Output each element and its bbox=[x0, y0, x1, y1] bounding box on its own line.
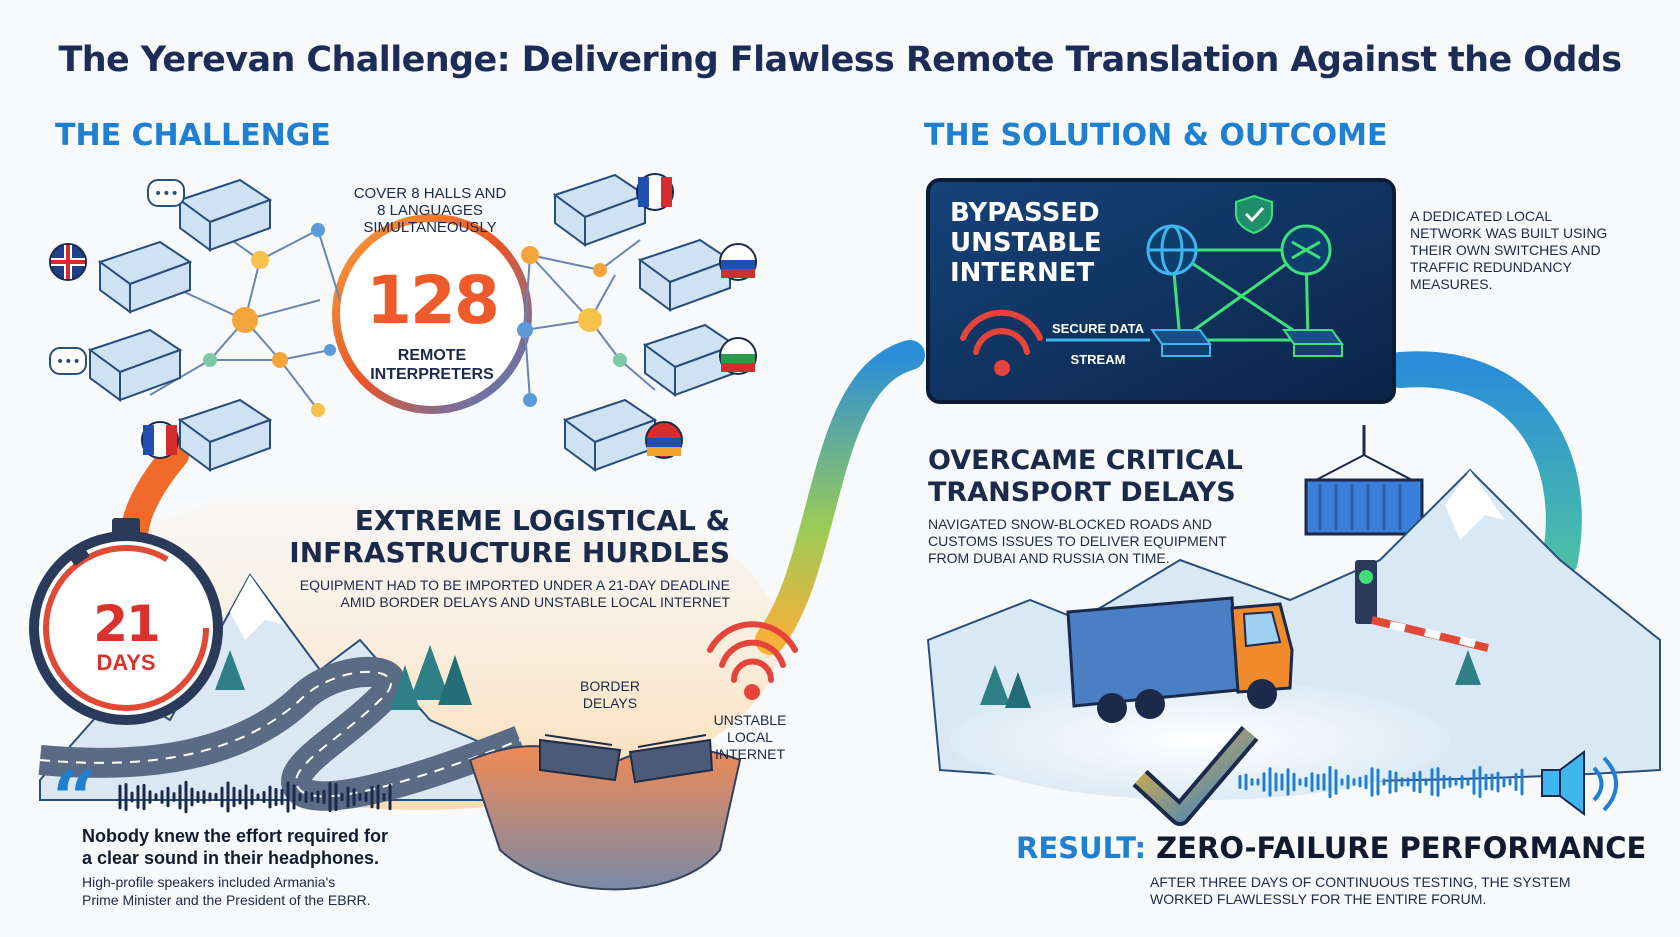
network-text-line: THEIR OWN SWITCHES AND bbox=[1410, 242, 1601, 258]
russia-flag bbox=[719, 243, 757, 281]
sound-wave-left bbox=[118, 780, 392, 814]
panel-title-line: INTERNET bbox=[950, 258, 1095, 288]
result-label: RESULT: bbox=[1016, 831, 1147, 865]
checkmark-icon bbox=[1132, 725, 1259, 826]
hurdles-heading: EXTREME LOGISTICAL & INFRASTRUCTURE HURD… bbox=[250, 505, 730, 569]
hall-icon bbox=[552, 173, 648, 247]
solution-heading: THE SOLUTION & OUTCOME bbox=[924, 118, 1388, 153]
path-segment-descend bbox=[1382, 351, 1582, 578]
hall-icon bbox=[177, 178, 273, 252]
transport-text-line: FROM DUBAI AND RUSSIA ON TIME. bbox=[928, 550, 1170, 566]
network-panel bbox=[926, 178, 1396, 404]
hurdles-text-line: AMID BORDER DELAYS AND UNSTABLE LOCAL IN… bbox=[340, 594, 731, 610]
quote-main-line: Nobody knew the effort required for bbox=[82, 826, 389, 846]
switch-icon bbox=[1150, 329, 1212, 357]
internet-label-line: LOCAL bbox=[727, 729, 773, 745]
svg-text:•••: ••• bbox=[154, 186, 179, 202]
quote-sub-line: High-profile speakers included Armania's bbox=[82, 874, 336, 890]
quote-main-line: a clear sound in their headphones. bbox=[82, 848, 380, 868]
france-flag bbox=[636, 173, 674, 211]
transport-heading-line: OVERCAME CRITICAL bbox=[928, 445, 1243, 476]
border-label-line: BORDER bbox=[580, 678, 640, 694]
panel-title-line: BYPASSED bbox=[950, 198, 1100, 228]
sound-wave-right bbox=[1238, 765, 1524, 799]
border-barrier-icon bbox=[1355, 560, 1489, 652]
transport-heading-line: TRANSPORT DELAYS bbox=[928, 477, 1236, 508]
hurdles-heading-line: INFRASTRUCTURE HURDLES bbox=[289, 536, 730, 569]
unstable-wifi-icon bbox=[707, 621, 798, 700]
result-banner: RESULT: ZERO-FAILURE PERFORMANCE bbox=[1016, 831, 1656, 865]
hall-icon bbox=[177, 398, 273, 472]
result-text-line: AFTER THREE DAYS OF CONTINUOUS TESTING, … bbox=[1150, 874, 1571, 890]
bulgaria-flag bbox=[719, 337, 757, 375]
hurdles-heading-line: EXTREME LOGISTICAL & bbox=[354, 504, 730, 537]
svg-text:“: “ bbox=[52, 754, 97, 845]
interpreters-label-line: REMOTE bbox=[397, 347, 467, 364]
svg-text:•••: ••• bbox=[56, 354, 81, 370]
result-text-line: WORKED FLAWLESSLY FOR THE ENTIRE FORUM. bbox=[1150, 891, 1487, 907]
border-label-line: DELAYS bbox=[582, 695, 638, 711]
hall-icon bbox=[562, 398, 658, 472]
interpreters-count: 128 bbox=[366, 262, 500, 339]
transport-text-line: NAVIGATED SNOW-BLOCKED ROADS AND bbox=[928, 516, 1212, 532]
truck-icon bbox=[1066, 596, 1294, 723]
hall-icon bbox=[87, 328, 183, 402]
france-flag bbox=[141, 421, 179, 459]
globe-icon bbox=[1146, 224, 1198, 276]
network-text-line: NETWORK WAS BUILT USING bbox=[1410, 225, 1608, 241]
network-text-line: MEASURES. bbox=[1410, 276, 1493, 292]
internet-label-line: UNSTABLE bbox=[713, 712, 787, 728]
interpreters-label: REMOTE INTERPRETERS bbox=[342, 346, 522, 384]
hall-icon bbox=[97, 240, 193, 314]
stopwatch-icon bbox=[29, 518, 223, 725]
internet-label-line: INTERNET bbox=[715, 746, 785, 762]
quote-mark-icon: “ bbox=[52, 754, 97, 845]
switch-icon bbox=[1282, 329, 1344, 357]
unstable-internet-label: UNSTABLE LOCAL INTERNET bbox=[700, 712, 800, 763]
page-title: The Yerevan Challenge: Delivering Flawle… bbox=[58, 40, 1622, 80]
speech-bubble-icons: ••• ••• bbox=[49, 179, 185, 375]
hurdles-text: EQUIPMENT HAD TO BE IMPORTED UNDER A 21-… bbox=[180, 577, 730, 611]
armenia-flag bbox=[645, 421, 683, 459]
border-delays-label: BORDER DELAYS bbox=[560, 678, 660, 712]
canyon-broken-bridge bbox=[468, 734, 742, 891]
panel-title: BYPASSED UNSTABLE INTERNET bbox=[950, 198, 1150, 288]
quote-sub-line: Prime Minister and the President of the … bbox=[82, 892, 371, 908]
crane-container-icon bbox=[1304, 425, 1424, 536]
quote-attribution: High-profile speakers included Armania's… bbox=[82, 873, 502, 909]
hurdles-text-line: EQUIPMENT HAD TO BE IMPORTED UNDER A 21-… bbox=[299, 577, 730, 593]
interpreters-label-line: INTERPRETERS bbox=[370, 366, 494, 383]
quote-main: Nobody knew the effort required for a cl… bbox=[82, 825, 482, 869]
network-description: A DEDICATED LOCAL NETWORK WAS BUILT USIN… bbox=[1410, 208, 1650, 293]
transport-heading: OVERCAME CRITICAL TRANSPORT DELAYS bbox=[928, 445, 1288, 509]
hall-icon bbox=[637, 238, 733, 312]
result-description: AFTER THREE DAYS OF CONTINUOUS TESTING, … bbox=[1150, 874, 1620, 908]
cover-line: SIMULTANEOUSLY bbox=[363, 219, 497, 236]
panel-title-line: UNSTABLE bbox=[950, 228, 1102, 258]
network-nodes bbox=[203, 218, 627, 417]
days-count: 21 bbox=[93, 595, 161, 653]
secure-stream-label: SECURE DATA bbox=[1052, 321, 1144, 336]
uk-flag bbox=[49, 243, 87, 281]
transport-text-line: CUSTOMS ISSUES TO DELIVER EQUIPMENT bbox=[928, 533, 1227, 549]
result-value: ZERO-FAILURE PERFORMANCE bbox=[1156, 831, 1647, 865]
network-text-line: TRAFFIC REDUNDANCY bbox=[1410, 259, 1572, 275]
network-text-line: A DEDICATED LOCAL bbox=[1410, 208, 1553, 224]
shield-check-icon bbox=[1235, 194, 1273, 235]
days-label: DAYS bbox=[96, 650, 156, 675]
pine-trees-left bbox=[215, 645, 472, 710]
challenge-heading: THE CHALLENGE bbox=[55, 118, 331, 153]
shuffle-icon bbox=[1280, 224, 1332, 276]
cover-halls-text: COVER 8 HALLS AND 8 LANGUAGES SIMULTANEO… bbox=[330, 185, 530, 236]
cover-line: 8 LANGUAGES bbox=[377, 202, 483, 219]
cover-line: COVER 8 HALLS AND bbox=[353, 185, 507, 202]
speaker-icon bbox=[1541, 750, 1618, 816]
interpreters-ring bbox=[332, 214, 532, 414]
path-segment-rise bbox=[755, 340, 925, 655]
transport-description: NAVIGATED SNOW-BLOCKED ROADS AND CUSTOMS… bbox=[928, 516, 1268, 567]
broken-wifi-icon bbox=[960, 309, 1043, 376]
secure-stream-label: STREAM bbox=[1070, 352, 1126, 367]
